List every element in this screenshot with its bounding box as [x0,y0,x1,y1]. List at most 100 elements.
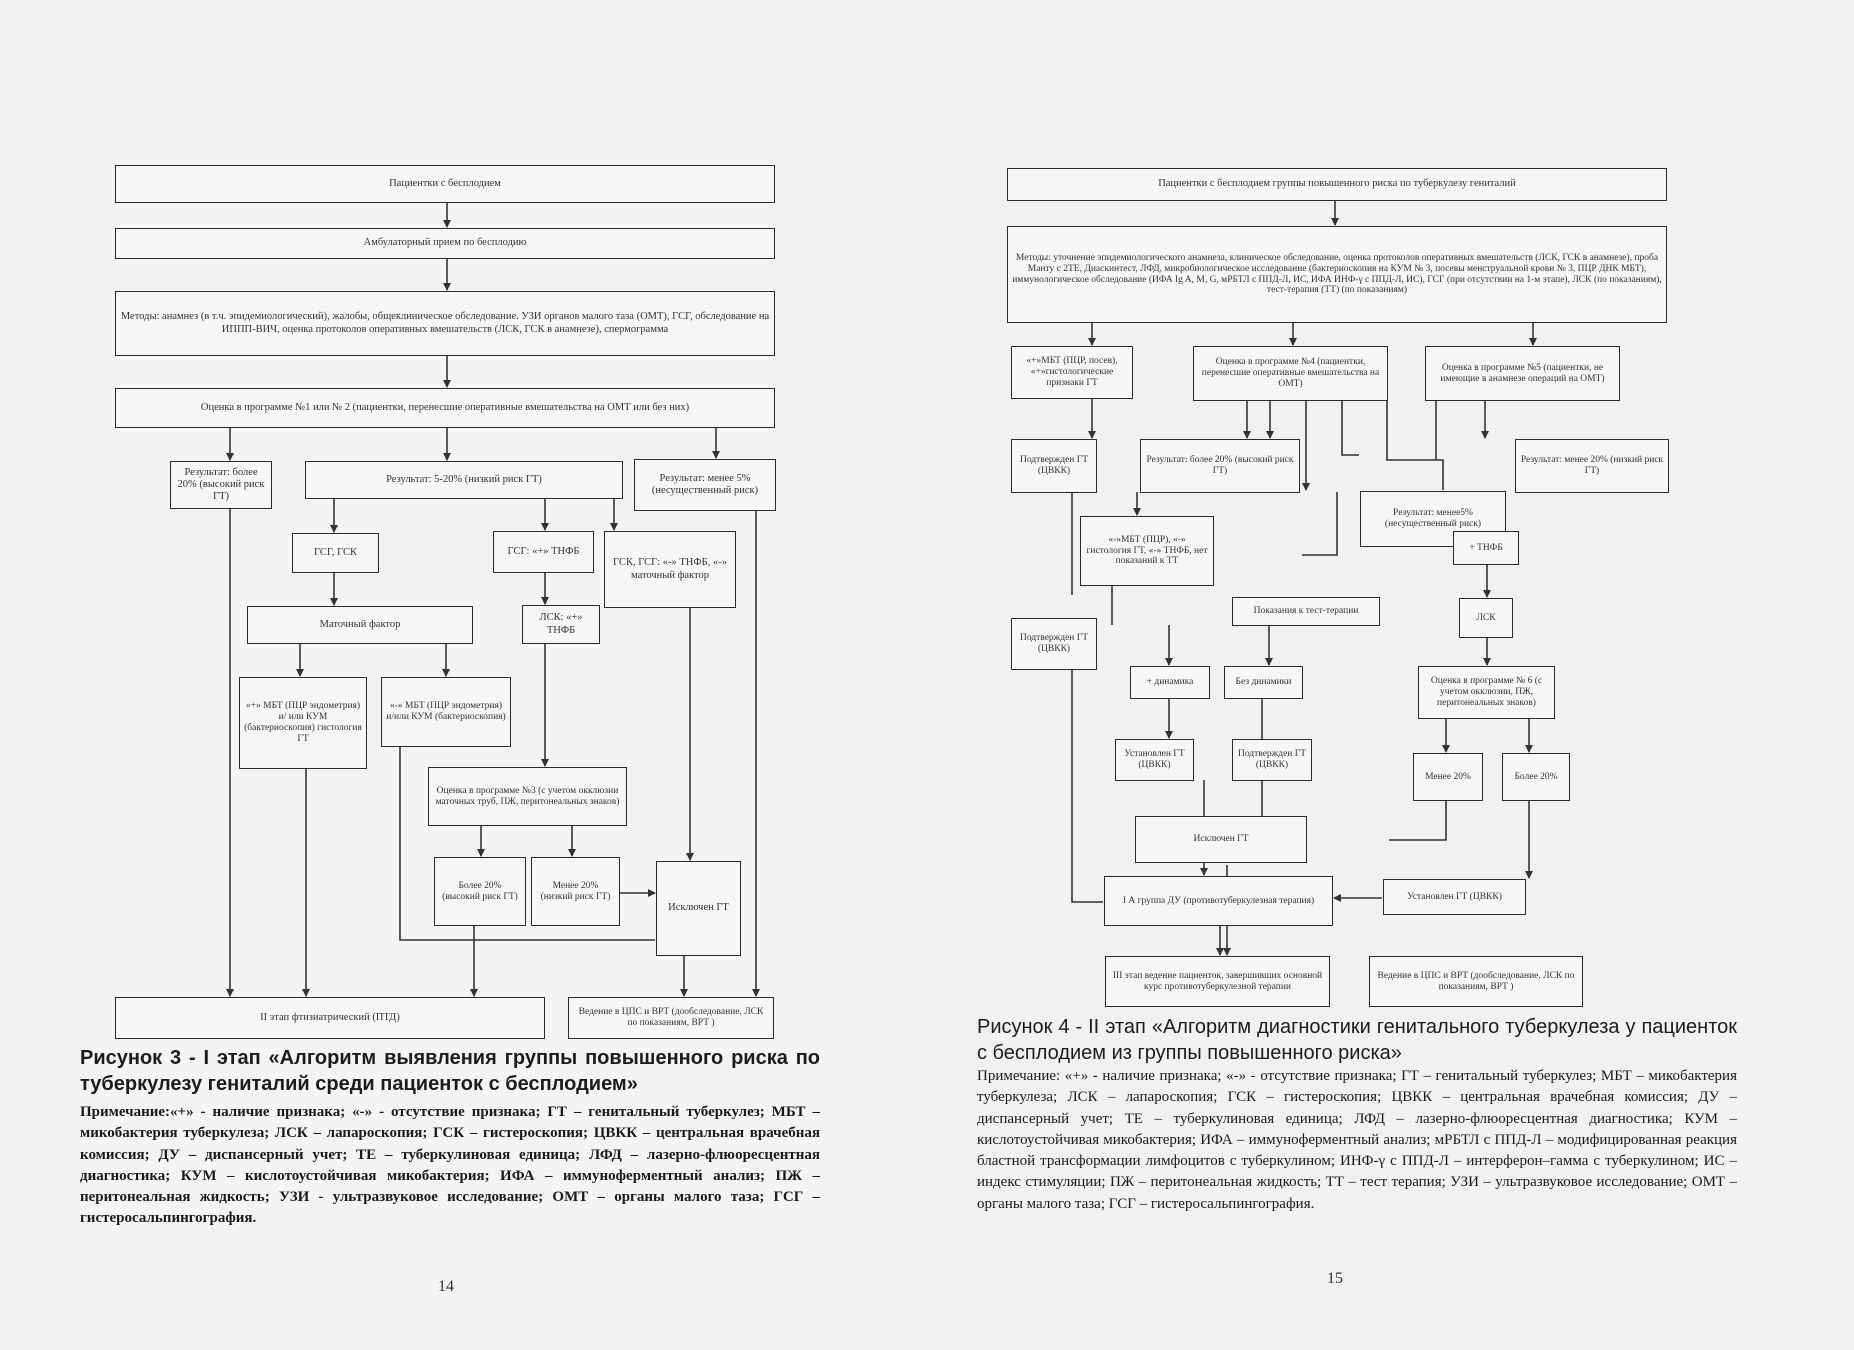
flow-box-established-gt: Установлен ГТ (ЦВКК) [1115,739,1194,781]
box-text: ЛСК: «+» ТНФБ [539,612,583,636]
box-text: Амбулаторный прием по бесплодию [363,237,527,249]
flow-box-mbt-negative-ii: «-»МБТ (ПЦР), «-» гистология ГТ, «-» ТНФ… [1080,516,1214,586]
box-text: Результат: более 20% (высокий риск ГТ) [1146,455,1294,476]
page-number: 14 [438,1278,454,1295]
box-text: Оценка в программе №1 или № 2 (пациентки… [200,401,690,413]
box-text: ГСГ, ГСК [313,546,357,558]
flow-box-ambulatory: Амбулаторный прием по бесплодию [115,228,775,259]
flow-box-confirmed-gt-2: Подтвержден ГТ (ЦВКК) [1011,618,1097,670]
flow-box-dispensary-group: I А группа ДУ (противотуберкулезная тера… [1104,876,1333,926]
box-text: Ведение в ЦПС и ВРТ (дообследование, ЛСК… [1377,970,1575,992]
flow-box-lsk-tnfb: ЛСК: «+» ТНФБ [522,605,600,644]
left-page: Пациентки с бесплодием Амбулаторный прие… [80,165,820,1295]
box-text: + динамика [1146,677,1194,688]
flow-box-excluded-gt-ii: Исключен ГТ [1135,816,1307,863]
flow-box-cps-art-ii: Ведение в ЦПС и ВРТ (дообследование, ЛСК… [1369,956,1583,1007]
flow-box-no-dynamics: Без динамики [1224,666,1303,699]
box-text: «-» МБТ (ПЦР эндометрия) и/или КУМ (бакт… [386,701,506,722]
box-text: Более 20% (высокий риск ГТ) [442,880,518,902]
flow-box-program-6: Оценка в программе № 6 (с учетом окклюзи… [1418,666,1555,719]
box-text: Оценка в программе №3 (с учетом окклюзии… [435,785,620,807]
box-text: Методы: анамнез (в т.ч. эпидемиологическ… [120,311,770,335]
flow-box-stage-iii: III этап ведение пациенток, завершивших … [1105,956,1330,1007]
box-text: ГСГ: «+» ТНФБ [507,545,580,557]
box-text: Маточный фактор [319,618,401,630]
box-text: «-»МБТ (ПЦР), «-» гистология ГТ, «-» ТНФ… [1086,534,1208,567]
box-text: «+» МБТ (ПЦР эндометрия) и/ или КУМ (бак… [244,701,362,744]
box-text: Пациентки с бесплодием [389,177,501,189]
flow-box-program-1-2: Оценка в программе №1 или № 2 (пациентки… [115,388,775,428]
box-text: ЛСК [1476,612,1496,623]
box-text: Методы: уточнение эпидемиологического ан… [1012,252,1662,296]
figure-note: Примечание:«+» - наличие признака; «-» -… [80,1104,820,1227]
box-text: II этап фтизиатрический (ПТД) [260,1011,400,1023]
flow-box-over-20: Более 20% [1502,753,1570,801]
box-text: + ТНФБ [1469,542,1503,553]
flow-box-established-gt-2: Установлен ГТ (ЦВКК) [1383,879,1526,915]
flow-box-less-20: Менее 20% (низкий риск ГТ) [531,857,620,926]
box-text: «+»МБТ (ПЦР, посев), «+»гистологические … [1026,356,1118,388]
flow-box-under-20: Менее 20% [1413,753,1483,801]
flow-box-result-low: Результат: 5-20% (низкий риск ГТ) [305,461,623,499]
flow-box-test-therapy-indications: Показания к тест-терапии [1232,597,1380,626]
box-text: ГСК, ГСГ: «-» ТНФБ, «-» маточный фактор [613,557,727,581]
box-text: I А группа ДУ (противотуберкулезная тера… [1122,895,1315,906]
box-text: Оценка в программе №4 (пациентки, перене… [1201,357,1380,389]
flow-box-result-insignificant: Результат: менее 5% (несущественный риск… [634,459,776,511]
flow-box-uterine-factor: Маточный фактор [247,606,473,644]
figure-caption: Рисунок 3 - I этап «Алгоритм выявления г… [80,1047,820,1095]
flow-box-tnfb-positive: + ТНФБ [1453,531,1519,565]
flow-box-confirmed-gt-3: Подтвержден ГТ (ЦВКК) [1232,739,1312,781]
box-text: Результат: более 20% (высокий риск ГТ) [177,466,265,503]
box-text: Оценка в программе № 6 (с учетом окклюзи… [1430,676,1543,708]
flow-box-gsk-gsg-negative: ГСК, ГСГ: «-» ТНФБ, «-» маточный фактор [604,531,736,608]
flow-box-high-risk-patients: Пациентки с бесплодием группы повышенног… [1007,168,1667,201]
flow-box-result-more-20: Результат: более 20% (высокий риск ГТ) [1140,439,1300,493]
flow-box-gsg-tnfb: ГСГ: «+» ТНФБ [493,531,594,573]
right-page: Пациентки с бесплодием группы повышенног… [927,0,1854,1350]
flow-box-more-20: Более 20% (высокий риск ГТ) [434,857,526,926]
box-text: Оценка в программе №5 (пациентки, не име… [1440,362,1605,384]
flow-box-gsg-gsk: ГСГ, ГСК [292,533,379,573]
box-text: Подтвержден ГТ (ЦВКК) [1237,749,1307,770]
box-text: Исключен ГТ [668,902,729,914]
flow-box-result-less-20: Результат: менее 20% (низкий риск ГТ) [1515,439,1669,493]
box-text: Результат: менее 5% (несущественный риск… [651,472,759,496]
flow-box-result-high: Результат: более 20% (высокий риск ГТ) [170,461,272,509]
flow-box-lsk: ЛСК [1459,598,1513,638]
box-text: Более 20% [1514,771,1558,782]
flow-box-mbt-positive: «+» МБТ (ПЦР эндометрия) и/ или КУМ (бак… [239,677,367,769]
figure-note: Примечание: «+» - наличие признака; «-» … [977,1068,1737,1212]
flow-box-mbt-negative: «-» МБТ (ПЦР эндометрия) и/или КУМ (бакт… [381,677,511,747]
figure-caption: Рисунок 4 - II этап «Алгоритм диагностик… [977,1016,1737,1064]
flow-box-confirmed-gt-1: Подтвержден ГТ (ЦВКК) [1011,439,1097,493]
flow-box-program-4: Оценка в программе №4 (пациентки, перене… [1193,346,1388,401]
box-text: Исключен ГТ [1193,834,1249,845]
flow-box-program-5: Оценка в программе №5 (пациентки, не име… [1425,346,1620,401]
box-text: Подтвержден ГТ (ЦВКК) [1019,455,1089,476]
box-text: Результат: 5-20% (низкий риск ГТ) [386,473,542,485]
box-text: Установлен ГТ (ЦВКК) [1407,891,1502,902]
box-text: Результат: менее 20% (низкий риск ГТ) [1520,455,1664,476]
flow-box-mbt-histology-positive: «+»МБТ (ПЦР, посев), «+»гистологические … [1011,346,1133,399]
box-text: Показания к тест-терапии [1253,606,1359,617]
flow-box-program-3: Оценка в программе №3 (с учетом окклюзии… [428,767,627,826]
flow-box-phthisiatric-stage: II этап фтизиатрический (ПТД) [115,997,545,1039]
box-text: Менее 20% (низкий риск ГТ) [540,880,611,902]
flow-box-methods: Методы: анамнез (в т.ч. эпидемиологическ… [115,291,775,356]
box-text: Без динамики [1235,677,1292,688]
box-text: Ведение в ЦПС и ВРТ (дообследование, ЛСК… [578,1007,764,1028]
flow-box-patients: Пациентки с бесплодием [115,165,775,203]
flowchart-connectors-left [226,202,760,997]
flow-box-cps-art: Ведение в ЦПС и ВРТ (дообследование, ЛСК… [568,997,774,1039]
box-text: Пациентки с бесплодием группы повышенног… [1158,178,1516,190]
page-number: 15 [1327,1270,1343,1287]
box-text: Результат: менее5% (несущественный риск) [1384,508,1482,529]
flow-box-excluded-gt: Исключен ГТ [656,861,741,956]
box-text: Менее 20% [1425,771,1471,782]
box-text: III этап ведение пациенток, завершивших … [1112,970,1323,992]
box-text: Подтвержден ГТ (ЦВКК) [1019,633,1089,654]
box-text: Установлен ГТ (ЦВКК) [1124,749,1185,770]
flow-box-positive-dynamics: + динамика [1130,666,1210,699]
flow-box-methods-ii: Методы: уточнение эпидемиологического ан… [1007,226,1667,323]
